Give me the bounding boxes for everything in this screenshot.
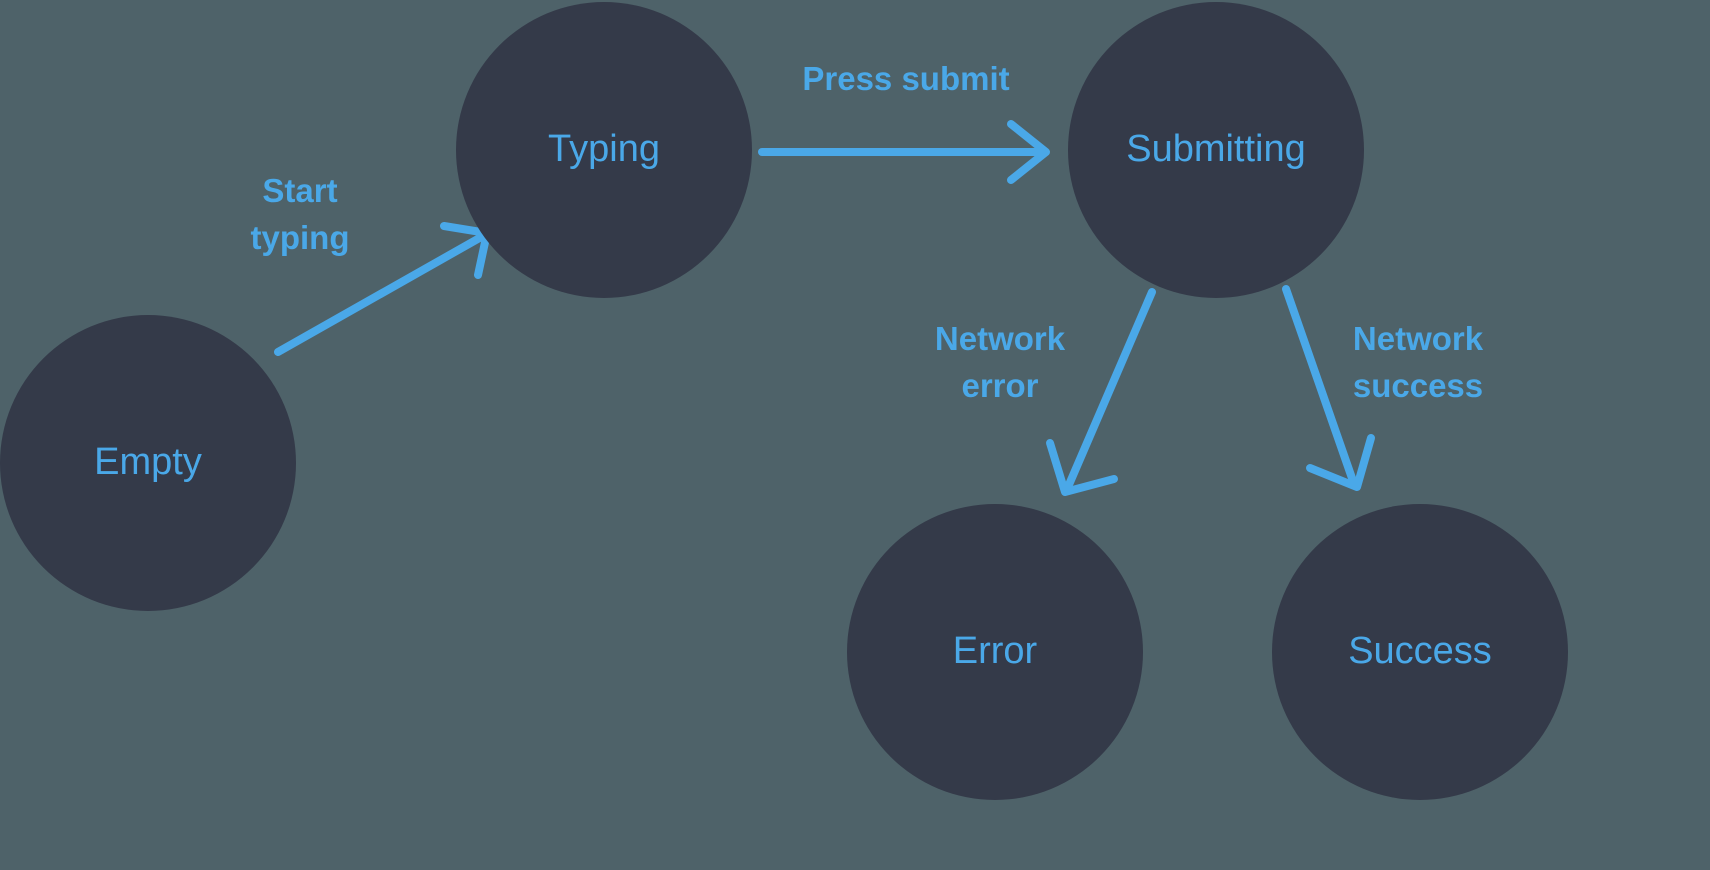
arrowhead-icon-typing-to-submitting: [1007, 120, 1050, 184]
state-circle-typing[interactable]: [456, 2, 752, 298]
state-node-error[interactable]: Error: [847, 504, 1143, 800]
edge-submitting-to-error: [1046, 288, 1156, 496]
state-node-submitting[interactable]: Submitting: [1068, 2, 1364, 298]
state-circle-empty[interactable]: [0, 315, 296, 611]
edge-typing-to-submitting: [758, 120, 1050, 184]
state-circle-success[interactable]: [1272, 504, 1568, 800]
state-node-empty[interactable]: Empty: [0, 315, 296, 611]
edge-line-submitting-to-error: [1064, 288, 1156, 491]
edge-label-typing-to-submitting: Press submit: [802, 60, 1009, 97]
edge-submitting-to-success: [1282, 285, 1375, 491]
edge-line-submitting-to-success: [1282, 285, 1357, 485]
state-node-typing[interactable]: Typing: [456, 2, 752, 298]
state-label-success: Success: [1348, 630, 1492, 672]
arrowhead-icon-submitting-to-error: [1046, 439, 1118, 496]
state-label-typing: Typing: [548, 128, 660, 170]
edge-line-empty-to-typing: [274, 232, 487, 356]
state-label-submitting: Submitting: [1126, 128, 1306, 170]
state-label-error: Error: [953, 630, 1038, 672]
edges-layer: [274, 120, 1375, 496]
state-circle-error[interactable]: [847, 504, 1143, 800]
state-circle-submitting[interactable]: [1068, 2, 1364, 298]
arrowhead-icon-submitting-to-success: [1306, 434, 1375, 491]
state-label-empty: Empty: [94, 441, 202, 483]
state-node-success[interactable]: Success: [1272, 504, 1568, 800]
